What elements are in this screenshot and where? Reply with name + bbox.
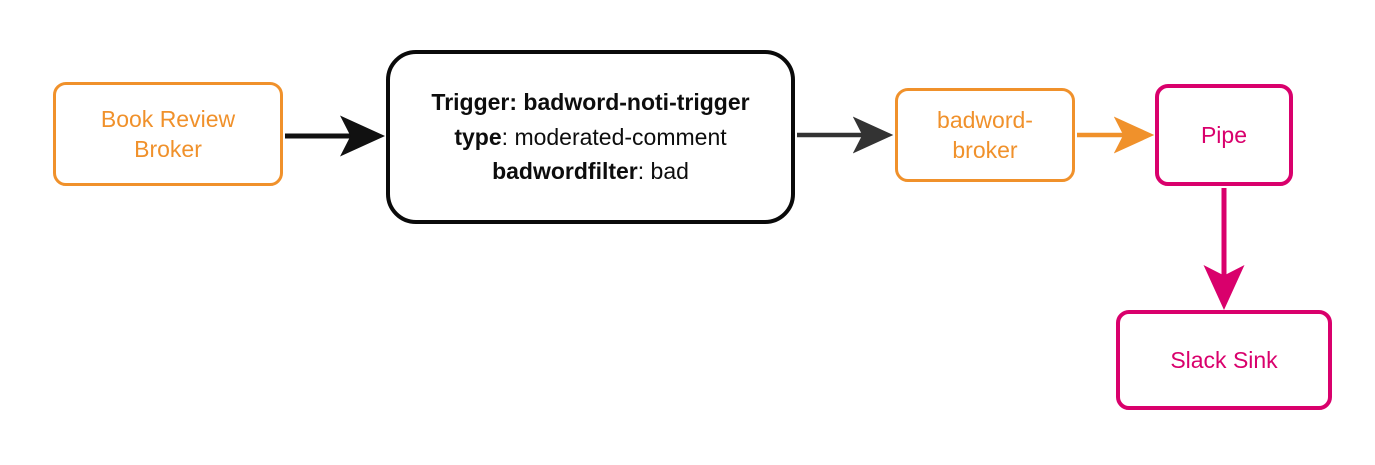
badwordfilter-line-key: badwordfilter bbox=[492, 158, 638, 185]
node-pipe[interactable]: Pipe bbox=[1155, 84, 1293, 186]
badwordfilter-line-value: bad bbox=[650, 158, 689, 185]
badwordfilter-line: badwordfilter: bad bbox=[400, 156, 781, 186]
type-line-separator: : bbox=[501, 123, 515, 150]
node-pipe-label: Pipe bbox=[1200, 121, 1248, 148]
type-line-value: moderated-comment bbox=[514, 123, 727, 150]
node-label-line-1: badword- bbox=[937, 106, 1033, 133]
node-trigger-config[interactable]: Trigger: badword-noti-trigger type: mode… bbox=[386, 50, 795, 224]
node-label-line-2: broker bbox=[952, 137, 1018, 163]
badwordfilter-line-separator: : bbox=[637, 158, 651, 185]
node-trigger-config-label: Trigger: badword-noti-trigger type: mode… bbox=[390, 87, 791, 186]
node-label-line-2: Broker bbox=[134, 136, 202, 162]
type-line-key: type bbox=[454, 123, 502, 150]
node-label-line-1: Book Review bbox=[100, 105, 236, 132]
trigger-line: Trigger: badword-noti-trigger bbox=[400, 87, 781, 117]
node-book-review-broker-label: Book Review Broker bbox=[101, 104, 235, 165]
node-badword-broker[interactable]: badword- broker bbox=[895, 88, 1075, 182]
node-book-review-broker[interactable]: Book Review Broker bbox=[53, 82, 283, 186]
trigger-line-text: Trigger: badword-noti-trigger bbox=[431, 89, 750, 116]
node-badword-broker-label: badword- broker bbox=[937, 105, 1033, 166]
node-slack-sink[interactable]: Slack Sink bbox=[1116, 310, 1332, 410]
node-slack-sink-label: Slack Sink bbox=[1170, 346, 1278, 373]
type-line: type: moderated-comment bbox=[400, 122, 781, 152]
